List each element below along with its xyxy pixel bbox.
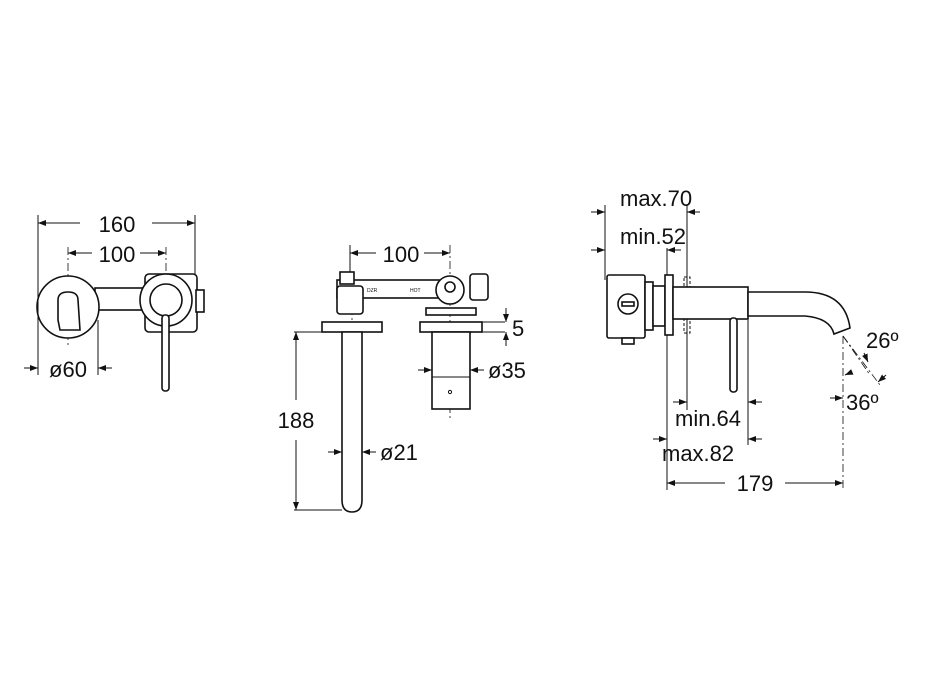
dim-centers: 100 xyxy=(99,242,136,267)
dim-body-diameter: ø35 xyxy=(488,358,526,383)
dim-max-projection: max.82 xyxy=(662,441,734,466)
dim-top-centers: 100 xyxy=(383,242,420,267)
dim-min-projection: min.64 xyxy=(675,406,741,431)
dim-min-depth: min.52 xyxy=(620,224,686,249)
dim-width-overall: 160 xyxy=(99,212,136,237)
front-view: 160 100 ø60 xyxy=(24,212,205,392)
dim-plate-diameter: ø60 xyxy=(49,357,87,382)
top-view: 100 DZR HOT 188 ø21 ø35 5 xyxy=(278,242,526,515)
side-view: max.70 min.52 26º 36º min.64 max.82 179 xyxy=(591,186,899,496)
dim-total-projection: 179 xyxy=(737,471,774,496)
dim-angle-inner: 26º xyxy=(866,328,899,353)
dim-spout-length: 188 xyxy=(278,408,315,433)
marking-hot: HOT xyxy=(410,288,421,294)
dim-spout-diameter: ø21 xyxy=(380,440,418,465)
dim-flange-thickness: 5 xyxy=(512,316,524,341)
marking-dzr: DZR xyxy=(367,288,378,294)
dim-max-depth: max.70 xyxy=(620,186,692,211)
dim-angle-outer: 36º xyxy=(846,390,879,415)
